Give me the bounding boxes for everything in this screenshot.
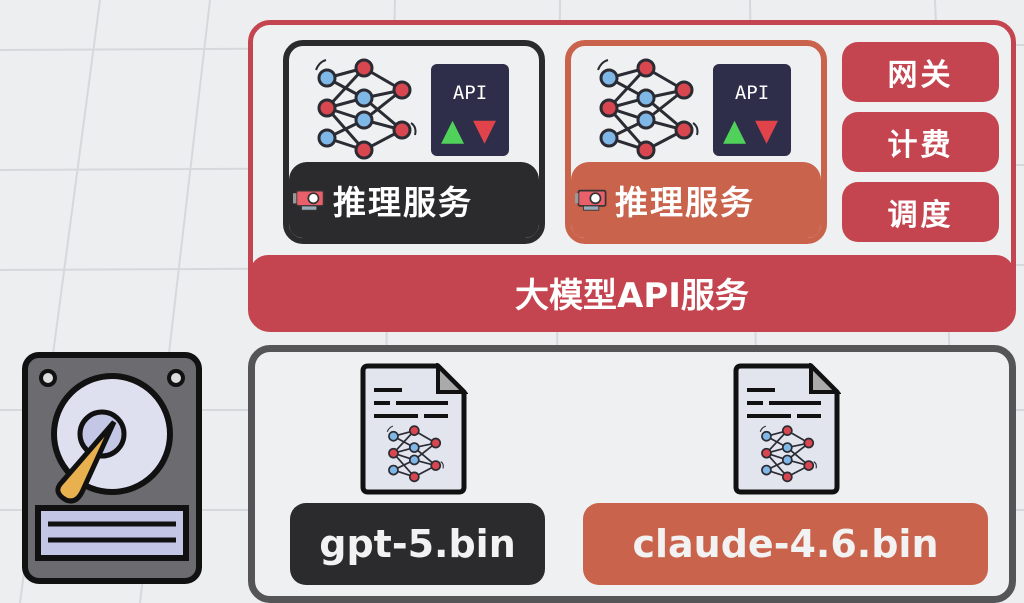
card-footer: 推理服务 bbox=[289, 162, 539, 238]
arrow-up-icon: ▲ bbox=[723, 113, 747, 148]
inference-service-label: 推理服务 bbox=[615, 183, 755, 222]
gpt-5-file-label[interactable]: gpt-5.bin bbox=[290, 503, 545, 585]
neural-network-icon bbox=[307, 58, 427, 168]
gpu-icon bbox=[575, 188, 609, 212]
hard-drive-icon bbox=[22, 352, 202, 584]
inference-service-card-dark[interactable]: API ▲ ▼ 推理服务 bbox=[283, 40, 545, 244]
card-footer: 推理服务 bbox=[571, 162, 821, 238]
arrow-down-icon: ▼ bbox=[755, 113, 779, 148]
claude-file-label[interactable]: claude-4.6.bin bbox=[583, 503, 988, 585]
inference-service-card-orange[interactable]: API ▲ ▼ 推理服务 bbox=[565, 40, 827, 244]
billing-button[interactable]: 计费 bbox=[842, 112, 999, 172]
llm-api-service-title: 大模型API服务 bbox=[250, 255, 1014, 330]
model-file-icon bbox=[733, 363, 841, 495]
model-file-icon bbox=[360, 363, 468, 495]
scheduling-button[interactable]: 调度 bbox=[842, 182, 999, 242]
inference-service-label: 推理服务 bbox=[333, 183, 473, 222]
api-label: API bbox=[734, 82, 770, 104]
api-window-icon: API ▲ ▼ bbox=[713, 64, 791, 156]
api-window-icon: API ▲ ▼ bbox=[431, 64, 509, 156]
arrow-up-icon: ▲ bbox=[441, 113, 465, 148]
gpu-icon bbox=[293, 188, 327, 212]
neural-network-icon bbox=[589, 58, 709, 168]
arrow-down-icon: ▼ bbox=[473, 113, 497, 148]
api-label: API bbox=[452, 82, 488, 104]
gateway-button[interactable]: 网关 bbox=[842, 42, 999, 102]
